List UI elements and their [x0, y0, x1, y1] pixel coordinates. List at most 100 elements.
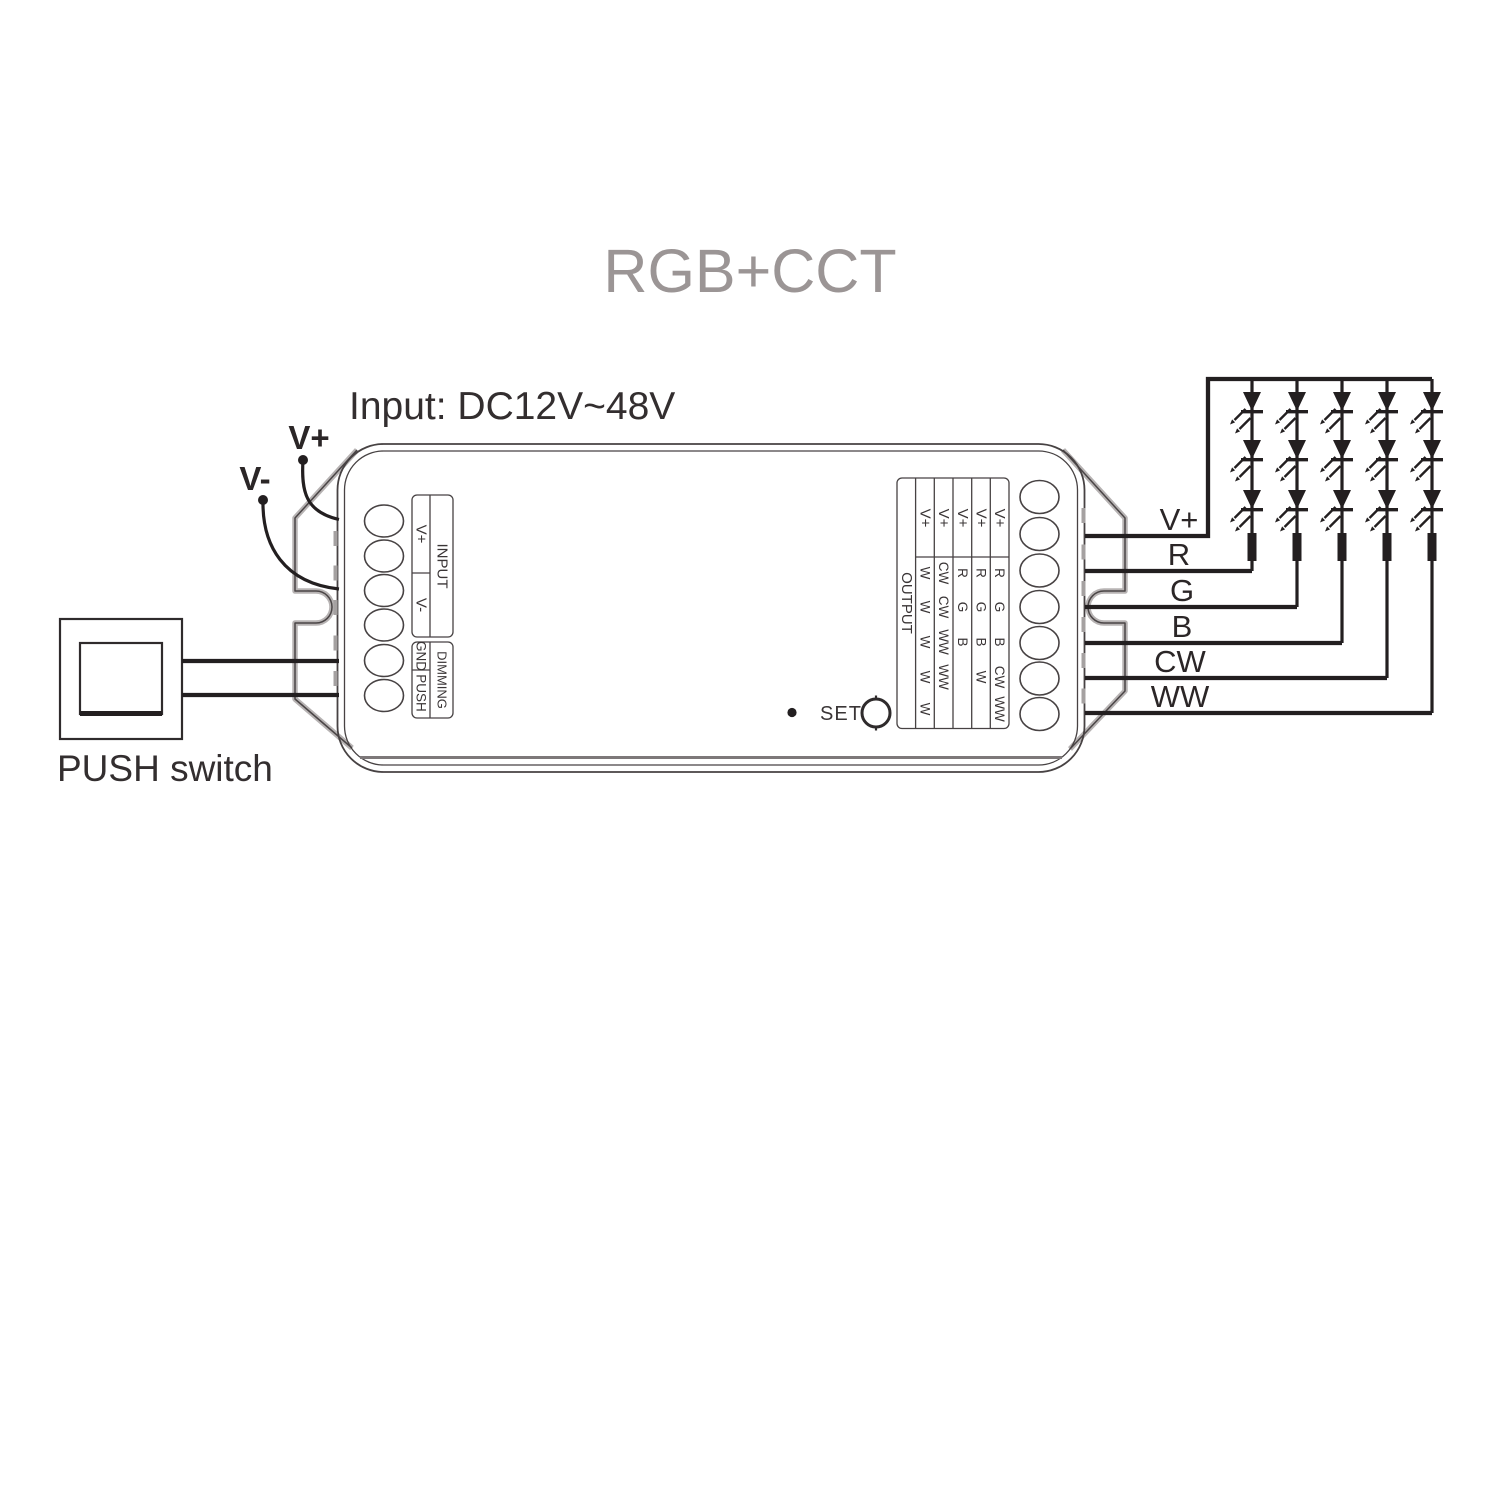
- grid-cell: W: [918, 703, 933, 716]
- output-header-label: OUTPUT: [898, 572, 915, 634]
- grid-cell: V+: [973, 509, 990, 528]
- led-array: [1228, 379, 1445, 713]
- input-terminal-label: V-: [413, 598, 430, 612]
- led-icon: [1273, 438, 1310, 484]
- set-button-label: SET: [820, 703, 862, 725]
- vminus-lead-wire: [261, 499, 340, 591]
- vplus-label: V+: [288, 419, 329, 456]
- input-group-box: [411, 494, 454, 638]
- output-terminal-b: [1019, 625, 1060, 661]
- input-terminal-vplus-2: [363, 539, 405, 573]
- led-icon: [1408, 488, 1445, 534]
- input-terminal-vminus-2: [363, 608, 405, 642]
- resistor-icon: [1382, 533, 1392, 561]
- wire-label-vplus: V+: [1160, 502, 1199, 537]
- grid-cell: B: [955, 637, 970, 646]
- led-icon: [1273, 390, 1310, 436]
- led-icon: [1363, 390, 1400, 436]
- grid-cell: G: [955, 602, 970, 613]
- wire-label-cw: CW: [1154, 644, 1206, 679]
- output-terminal-r: [1019, 553, 1060, 588]
- led-icon: [1363, 488, 1400, 534]
- grid-cell: W: [974, 671, 989, 684]
- slot-tick: [333, 635, 338, 651]
- grid-cell: V+: [917, 509, 934, 528]
- output-terminal-g: [1019, 589, 1060, 625]
- input-terminal-vminus-1: [363, 573, 405, 608]
- right-mounting-flange: [1060, 448, 1128, 751]
- grid-cell: WW: [936, 664, 951, 690]
- controller-body-outer: [336, 443, 1086, 773]
- led-icon: [1318, 390, 1355, 436]
- dimming-group-label: DIMMING: [435, 651, 450, 709]
- led-icon: [1228, 488, 1265, 534]
- grid-cell: V+: [935, 509, 952, 528]
- input-terminals: [363, 504, 405, 713]
- output-wires: V+ R G B CW WW: [1085, 376, 1432, 716]
- slot-tick: [333, 671, 338, 686]
- grid-cell: CW: [936, 562, 951, 585]
- wire-label-b: B: [1172, 609, 1193, 644]
- input-terminal-label: V+: [413, 525, 430, 544]
- resistor-icon: [1427, 533, 1437, 561]
- led-icon: [1408, 390, 1445, 436]
- led-icon: [1318, 438, 1355, 484]
- input-spec-label: Input: DC12V~48V: [349, 385, 675, 428]
- grid-cell: V+: [954, 509, 971, 528]
- wire-label-ww: WW: [1151, 679, 1210, 714]
- resistor-icon: [1337, 533, 1347, 561]
- grid-cell: WW: [992, 696, 1007, 722]
- grid-cell: B: [974, 637, 989, 646]
- page-title: RGB+CCT: [603, 237, 896, 305]
- led-icon: [1408, 438, 1445, 484]
- grid-cell: R: [955, 568, 970, 578]
- output-terminals: [1019, 479, 1060, 732]
- output-terminal-vplus-2: [1019, 516, 1060, 552]
- vplus-lead-wire: [301, 459, 340, 522]
- grid-cell: CW: [936, 596, 951, 619]
- input-group-label: INPUT: [434, 544, 451, 589]
- output-terminal-cw: [1019, 661, 1060, 696]
- grid-cell: B: [992, 637, 1007, 646]
- output-terminal-ww: [1019, 696, 1060, 732]
- led-icon: [1273, 488, 1310, 534]
- set-button-group: SET: [787, 695, 892, 731]
- terminal-slot-ticks: [333, 508, 1086, 704]
- input-terminal-label: PUSH: [414, 674, 429, 712]
- slot-tick: [333, 565, 338, 581]
- led-icon: [1318, 488, 1355, 534]
- output-terminal-vplus-1: [1019, 479, 1060, 515]
- led-icon: [1228, 438, 1265, 484]
- slot-tick: [1081, 544, 1086, 560]
- slot-tick: [1081, 508, 1086, 523]
- input-terminal-label: GND: [414, 641, 429, 671]
- grid-cell: G: [992, 602, 1007, 613]
- grid-cell: R: [992, 568, 1007, 578]
- wire-vplus: [1085, 376, 1432, 539]
- wire-label-g: G: [1170, 573, 1194, 608]
- grid-cell: WW: [936, 629, 951, 655]
- push-switch: PUSH switch: [57, 617, 273, 789]
- grid-cell: R: [974, 568, 989, 578]
- push-switch-button[interactable]: [78, 641, 164, 716]
- input-label-panel: V+ V- GND PUSH INPUT DIMMING: [411, 494, 454, 719]
- grid-cell: V+: [991, 509, 1008, 528]
- slot-tick: [1081, 617, 1086, 632]
- status-led-dot: [787, 707, 797, 718]
- slot-tick: [1081, 581, 1086, 596]
- slot-tick: [333, 531, 338, 546]
- vminus-label: V-: [239, 460, 270, 497]
- grid-cell: W: [918, 601, 933, 614]
- input-terminal-vplus-1: [363, 504, 405, 538]
- grid-cell: W: [918, 567, 933, 580]
- led-icon: [1228, 390, 1265, 436]
- resistor-icon: [1292, 533, 1302, 561]
- slot-tick: [333, 600, 338, 615]
- set-button[interactable]: [860, 697, 892, 729]
- grid-cell: G: [974, 602, 989, 613]
- resistor-icon: [1247, 533, 1257, 561]
- dimming-group-box: [411, 641, 454, 719]
- wire-label-r: R: [1168, 537, 1190, 572]
